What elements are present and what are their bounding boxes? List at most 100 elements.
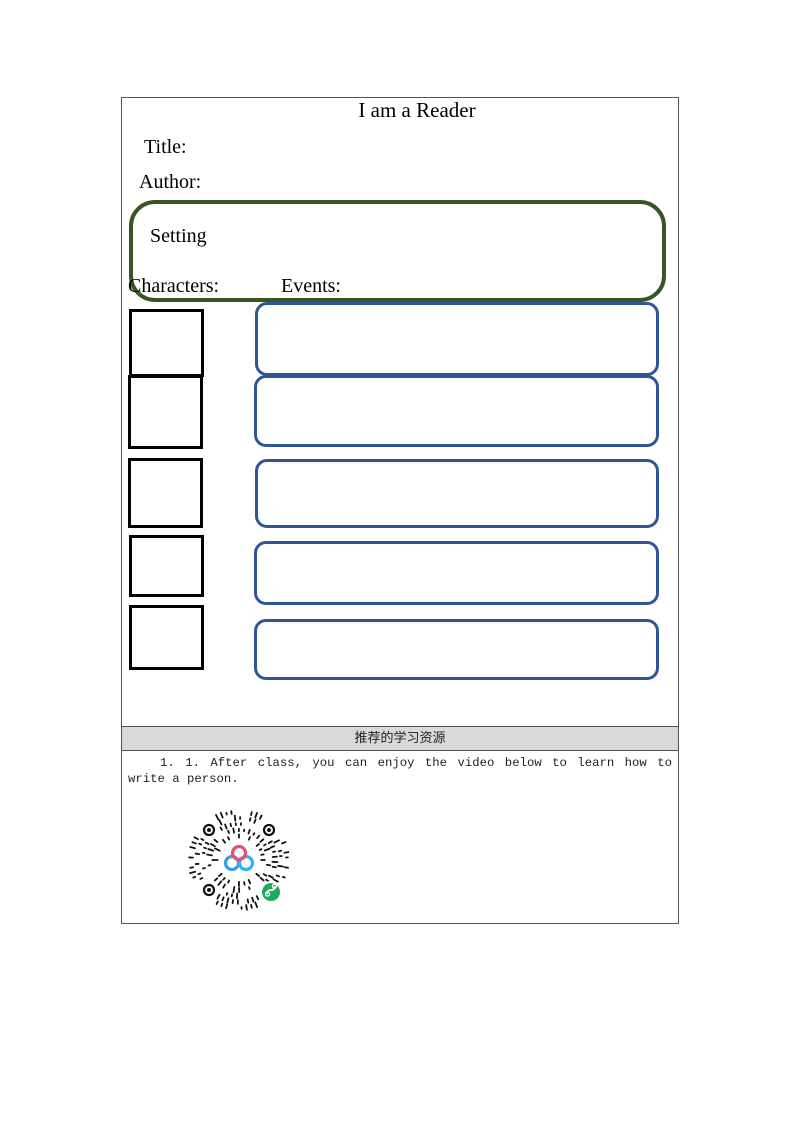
qr-module [227,829,230,834]
qr-module [268,874,274,879]
qr-module [282,875,286,879]
qr-module [259,838,265,843]
qr-module [277,864,284,868]
event-box-1[interactable] [255,302,659,376]
qr-module [252,832,256,836]
qr-module [221,838,227,844]
qr-module [217,872,223,877]
character-box-3[interactable] [128,458,203,528]
qr-module [213,877,219,882]
qr-module [247,836,251,841]
qr-module [283,851,290,854]
page-frame [121,97,679,924]
qr-module [255,843,260,847]
character-box-4[interactable] [129,535,204,597]
qr-module [255,872,261,877]
qr-module [243,881,246,886]
qr-module [197,872,202,876]
qr-module [232,827,235,834]
qr-module [222,877,226,881]
qr-module [200,837,205,841]
qr-module [210,843,216,848]
qr-module [250,811,253,816]
events-label: Events: [281,275,341,297]
qr-module [263,843,267,847]
setting-box[interactable] [129,200,666,302]
qr-module [227,879,231,884]
character-box-5[interactable] [129,605,204,670]
title-label: Title: [144,136,187,158]
qr-module [191,841,197,845]
qr-module [254,901,259,909]
qr-module [225,903,229,910]
qr-module [189,846,196,850]
qr-module [255,895,260,901]
qr-module [219,826,223,831]
character-box-1[interactable] [129,309,204,377]
qr-module [194,852,201,855]
qr-module [259,814,263,820]
qr-module [277,849,283,853]
character-box-2[interactable] [128,375,203,449]
qr-module [269,845,276,849]
qr-module [214,847,221,852]
resource-item-1: 1. 1. After class, you can enjoy the vid… [128,756,672,786]
qr-module [259,876,265,882]
qr-module [206,853,213,857]
qr-module [250,903,253,909]
qr-module [192,875,197,879]
qr-module [251,896,255,903]
qr-module [247,829,251,835]
qr-module [262,873,268,877]
qr-module [232,886,236,894]
qr-module [220,902,224,907]
qr-module [213,838,219,843]
qr-module [283,866,289,869]
qr-module [247,878,252,885]
qr-module [272,878,279,883]
event-box-5[interactable] [254,619,659,680]
event-box-2[interactable] [254,375,659,447]
qr-module [189,870,197,875]
qr-module [203,846,207,850]
qr-module [221,896,225,902]
resources-header: 推荐的学习资源 [122,726,678,751]
qr-module [216,893,221,900]
characters-label: Characters: [128,275,220,297]
event-box-4[interactable] [254,541,659,605]
qr-module [215,814,220,821]
qr-module [224,823,228,830]
qr-module [218,819,223,826]
qr-module [225,892,229,896]
qr-module [267,840,273,845]
qr-module [263,847,271,852]
qr-module [273,839,280,844]
qr-module [254,812,258,819]
qr-module [229,822,232,828]
qr-module [215,900,219,905]
qr-module [266,863,272,867]
qr-module [271,865,277,869]
qr-module [226,897,230,904]
qr-module [198,842,203,846]
qr-module [258,848,263,851]
qr-module [222,883,226,889]
setting-label: Setting [150,225,207,247]
qr-module [199,877,204,880]
qr-module [193,836,199,841]
qr-module [248,817,252,822]
qr-module [245,904,248,911]
author-label: Author: [139,171,202,193]
event-box-3[interactable] [255,459,659,528]
qr-module [281,841,287,845]
qr-module [219,811,224,819]
qr-module [248,886,251,890]
qr-module [204,841,210,845]
qr-module [217,880,223,886]
page-title: I am a Reader [358,98,476,122]
qr-code-icon[interactable] [187,808,291,912]
qr-module [275,874,280,878]
qr-module [227,836,231,841]
qr-module [260,853,265,856]
qr-module [207,848,215,852]
